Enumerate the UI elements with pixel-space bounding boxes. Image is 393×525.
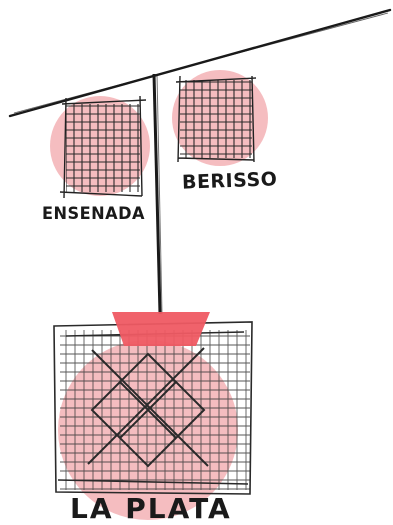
berisso-grid	[180, 80, 252, 158]
label-ensenada: ENSENADA	[42, 204, 145, 224]
connector-block	[112, 312, 210, 346]
ensenada-grid	[66, 104, 140, 192]
label-berisso: BERISSO	[182, 168, 278, 193]
label-la-plata: LA PLATA	[70, 492, 232, 525]
la-plata-grid	[60, 330, 250, 490]
